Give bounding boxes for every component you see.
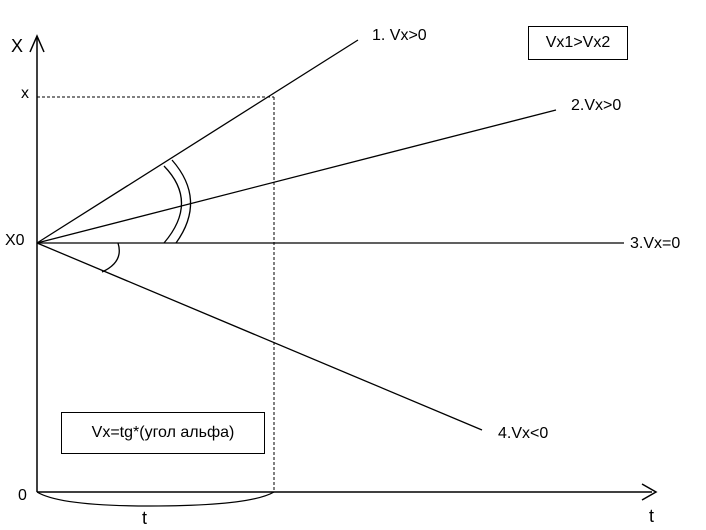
origin-label: 0 <box>18 487 27 504</box>
line-1-label: 1. Vx>0 <box>372 27 427 44</box>
t-brace <box>36 491 275 507</box>
t-brace-label: t <box>142 508 148 528</box>
angle-arc-line-1-outer <box>171 159 192 244</box>
x-tick-label: x <box>21 85 29 102</box>
line-3-label: 3.Vx=0 <box>630 235 681 252</box>
x-axis-arrow-icon <box>641 483 658 501</box>
x0-label: X0 <box>5 232 25 249</box>
y-axis-arrow-icon <box>29 34 45 53</box>
line-4-vx-negative <box>36 242 483 431</box>
x-axis-label: t <box>649 506 655 526</box>
line-2-vx-positive <box>36 109 557 244</box>
line-1-vx-positive <box>36 39 359 244</box>
angle-arc-line-4 <box>101 242 120 273</box>
line-2-label: 2.Vx>0 <box>571 97 622 114</box>
formula-note: Vx=tg*(угол альфа) <box>61 412 265 454</box>
angle-arc-line-1-inner <box>163 165 183 244</box>
comparison-note: Vx1>Vx2 <box>528 26 628 60</box>
line-4-label: 4.Vx<0 <box>498 425 549 442</box>
y-axis-label: X <box>11 36 24 56</box>
